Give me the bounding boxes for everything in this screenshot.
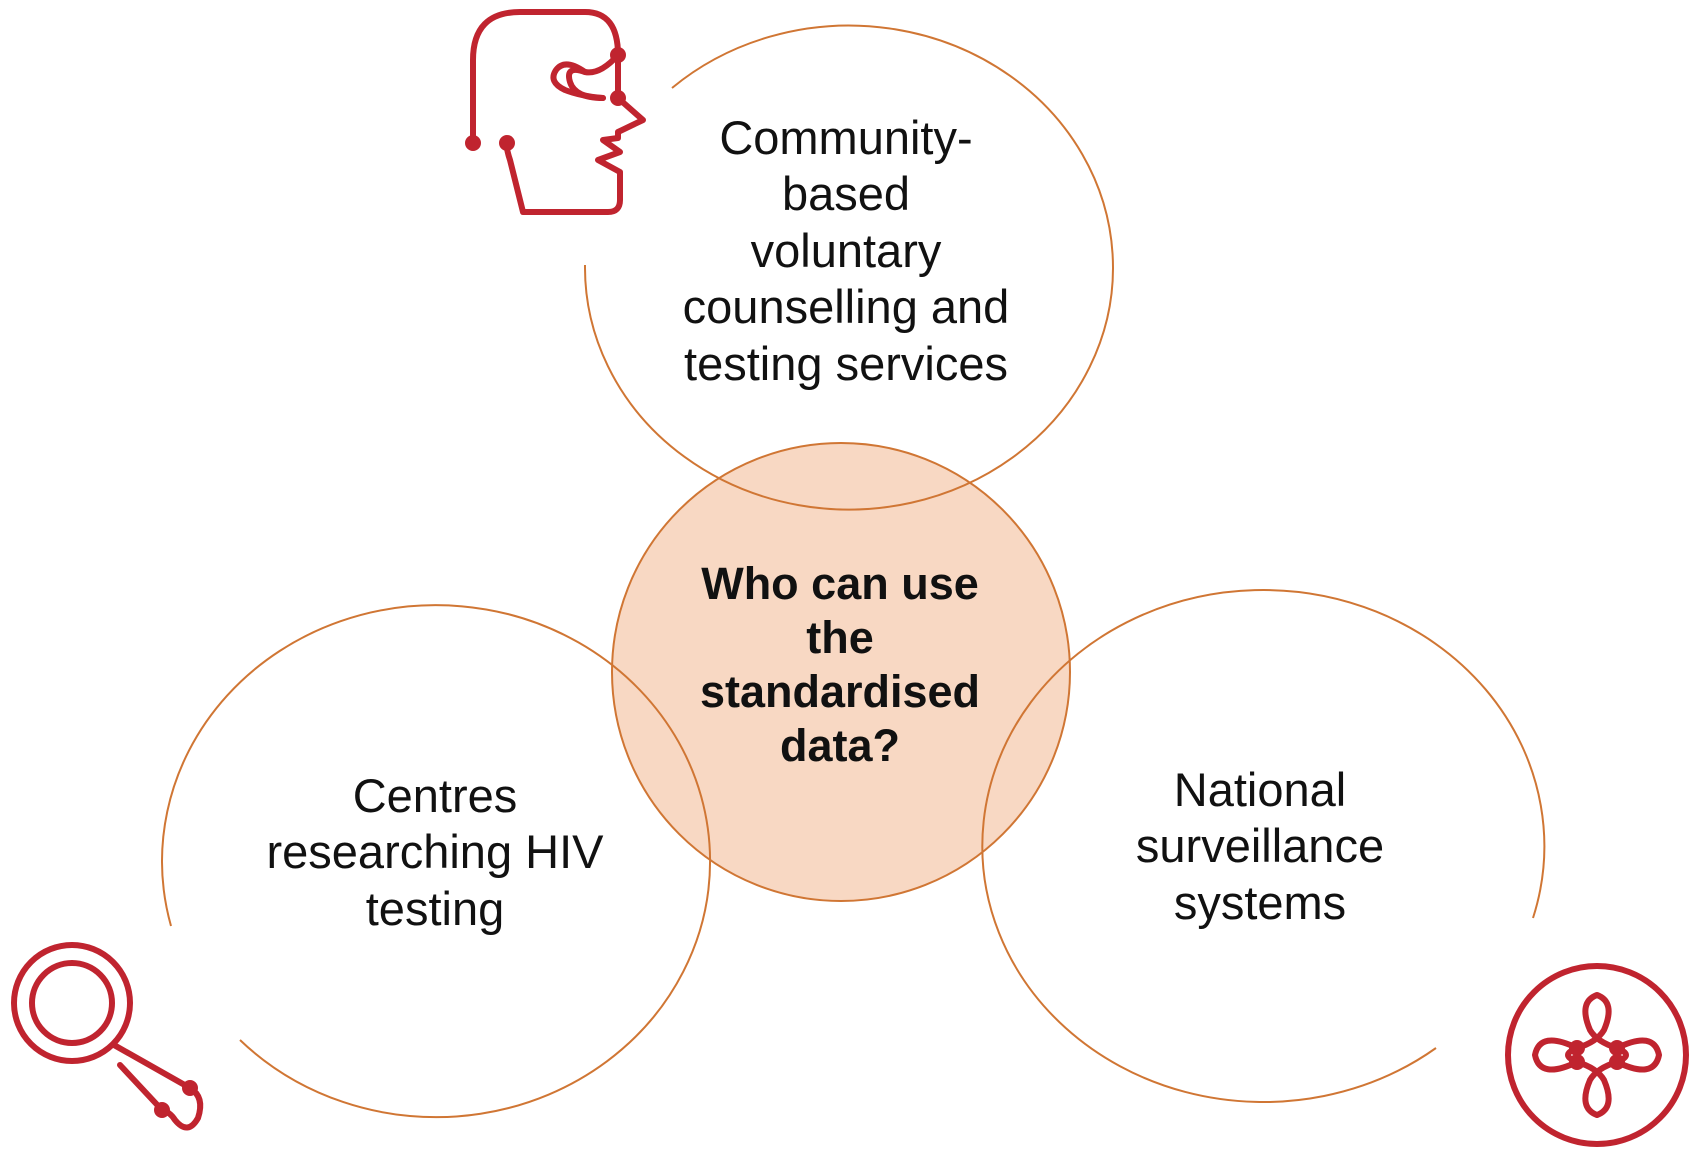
top-circle-label: Community- based voluntary counselling a…: [646, 110, 1046, 392]
top-label-line: voluntary: [750, 223, 942, 277]
right-label-line: surveillance: [1135, 819, 1385, 873]
right-label-line: National: [1173, 763, 1347, 816]
right-circle: [981, 589, 1546, 1103]
top-label-line: Community-: [719, 111, 973, 164]
top-label-line: based: [781, 167, 911, 221]
left-circle: [161, 604, 712, 1119]
left-label-line: researching HIV: [266, 825, 604, 879]
center-label-line: the: [806, 612, 874, 663]
center-label-line: standardised: [699, 666, 981, 717]
left-circle-label: Centres researching HIV testing: [240, 768, 630, 937]
head-network-icon: [465, 9, 646, 215]
top-label-line: testing services: [684, 336, 1008, 390]
magnifier-icon: [11, 942, 204, 1131]
center-label-line: data?: [779, 720, 900, 771]
top-circle: [583, 24, 1114, 511]
network-node-icon: [1505, 963, 1689, 1147]
right-label-line: systems: [1173, 875, 1347, 929]
left-label-line: Centres: [352, 769, 518, 822]
center-circle: [611, 442, 1071, 902]
left-label-line: testing: [365, 881, 505, 935]
center-label-line: Who can use: [701, 558, 979, 609]
center-circle-label: Who can use the standardised data?: [660, 557, 1020, 773]
top-label-line: counselling and: [682, 280, 1010, 334]
right-circle-label: National surveillance systems: [1065, 762, 1455, 931]
